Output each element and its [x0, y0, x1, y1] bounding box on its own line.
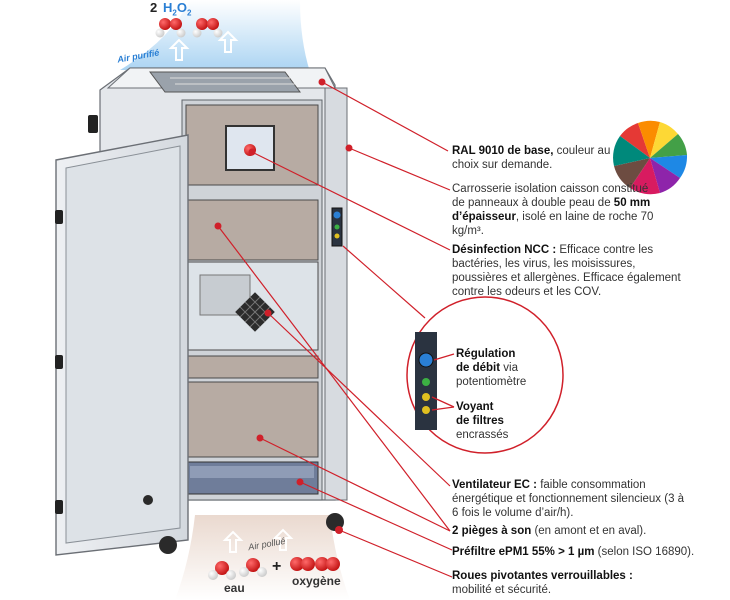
callout-voyant: Voyant de filtres encrassés: [456, 400, 556, 442]
water-label: eau: [224, 581, 245, 595]
open-door: [55, 115, 189, 556]
ncc-bold: Désinfection NCC :: [452, 244, 557, 256]
regulation-bold-1: Régulation: [456, 348, 516, 360]
regulation-bold-2: de débit: [456, 362, 501, 374]
wheels-text: mobilité et sécurité.: [452, 584, 552, 596]
body-bold: 50 mm d’épaisseur: [452, 197, 651, 223]
voyant-bold-2: de filtres: [456, 415, 504, 427]
traps-bold: 2 pièges à son: [452, 525, 532, 537]
prefilter-text: (selon ISO 16890).: [594, 546, 695, 558]
zoom-detail: [406, 296, 564, 454]
fan-text: faible consommation énergétique et fonct…: [452, 479, 685, 519]
ral-bold: RAL 9010 de base,: [452, 145, 554, 157]
polluted-air-plume: [175, 515, 350, 600]
fan-panel: [185, 355, 319, 379]
up-arrows-top: [168, 30, 239, 61]
water-oxygen-molecules: [208, 557, 340, 580]
formula-sub-h: 2: [172, 8, 177, 18]
wheels-bold: Roues pivotantes verrouillables :: [452, 570, 633, 582]
formula-o: O: [176, 0, 187, 15]
body-text2: , isolé en laine de roche 70 kg/m³.: [452, 211, 654, 237]
molecule-count: 2: [150, 0, 158, 15]
callout-traps: 2 pièges à son (en amont et en aval).: [452, 524, 712, 538]
callout-regulation: Régulation de débit via potentiomètre: [456, 347, 566, 389]
voyant-text: encrassés: [456, 429, 509, 441]
ral-text: couleur au choix sur demande.: [452, 145, 611, 171]
top-grille: [149, 71, 301, 93]
voyant-bold-1: Voyant: [456, 401, 494, 413]
lower-panel: [185, 381, 319, 458]
plus-sign: +: [272, 558, 282, 575]
callout-ncc: Désinfection NCC : Efficace contre les b…: [452, 243, 682, 299]
callout-body: Carrosserie isolation caisson constitué …: [452, 182, 657, 238]
h2o2-molecules: [155, 18, 223, 38]
traps-text: (en amont et en aval).: [531, 525, 647, 537]
color-fan-icon: [613, 120, 688, 195]
ncc-text: Efficace contre les bactéries, les virus…: [452, 244, 681, 298]
callout-dots: [214, 78, 353, 534]
regulation-text: via potentiomètre: [456, 362, 527, 388]
formula-sub-o: 2: [186, 8, 192, 18]
upper-panel: [185, 199, 319, 261]
fan-bold: Ventilateur EC :: [452, 479, 537, 491]
formula-h: H: [163, 0, 173, 15]
oxygen-label: oxygène: [292, 574, 341, 588]
callout-lines: [217, 81, 453, 578]
h2o2-formula: H2O2: [163, 0, 191, 18]
body-text1: Carrosserie isolation caisson constitué …: [452, 183, 649, 209]
callout-fan: Ventilateur EC : faible consommation éne…: [452, 478, 692, 520]
up-arrows-bottom: [222, 528, 294, 553]
callout-ral: RAL 9010 de base, couleur au choix sur d…: [452, 144, 627, 172]
callout-wheels: Roues pivotantes verrouillables : mobili…: [452, 569, 672, 597]
callout-prefilter: Préfiltre ePM1 55% > 1 µm (selon ISO 168…: [452, 545, 722, 559]
prefilter-bold: Préfiltre ePM1 55% > 1 µm: [452, 546, 595, 558]
